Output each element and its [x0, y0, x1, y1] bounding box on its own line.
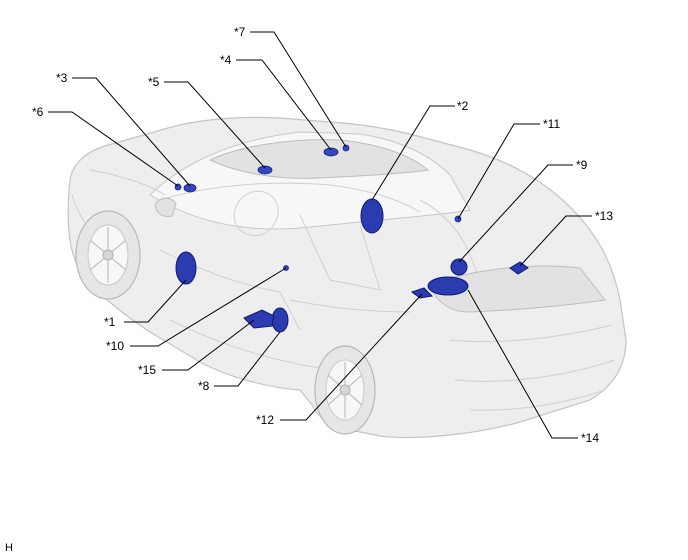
part-5	[257, 165, 273, 175]
callout-8: *8	[198, 379, 210, 393]
rear-wheel	[314, 345, 376, 435]
part-7	[342, 144, 350, 152]
side-mirror	[154, 197, 177, 217]
leader-9	[458, 164, 573, 263]
tail-line	[454, 359, 616, 382]
part-4	[323, 147, 339, 157]
part-13	[509, 261, 529, 275]
part-15	[243, 309, 275, 329]
highlighted-parts	[174, 144, 529, 333]
callout-4: *4	[220, 53, 232, 67]
center-console	[299, 214, 381, 291]
door-line-front	[159, 249, 301, 331]
callout-5: *5	[148, 75, 160, 89]
callout-6: *6	[32, 105, 44, 119]
part-9	[450, 258, 468, 276]
leader-11	[457, 123, 540, 220]
steering-wheel	[233, 190, 279, 237]
leader-5	[164, 81, 266, 169]
part-8	[271, 307, 289, 333]
leader-3	[72, 77, 191, 187]
part-3	[183, 183, 197, 193]
callout-15: *15	[138, 363, 156, 377]
callout-2: *2	[457, 99, 469, 113]
part-1	[175, 251, 197, 285]
callout-12: *12	[256, 413, 274, 427]
leader-4	[236, 59, 332, 151]
callout-11: *11	[543, 117, 560, 131]
callout-7: *7	[234, 25, 246, 39]
callout-14: *14	[581, 431, 599, 445]
callout-13: *13	[595, 209, 613, 223]
part-2	[360, 198, 384, 234]
leader-lines	[48, 31, 592, 439]
leader-6	[48, 111, 179, 187]
callout-9: *9	[576, 158, 588, 172]
leader-1	[124, 279, 187, 323]
leader-8	[214, 331, 281, 387]
leader-14	[467, 289, 578, 439]
door-line-rear	[289, 299, 411, 313]
hood-line	[89, 169, 166, 196]
part-12	[410, 287, 434, 299]
leader-2	[371, 105, 455, 201]
leader-13	[519, 215, 592, 267]
callout-1: *1	[104, 315, 116, 329]
callout-10: *10	[106, 339, 124, 353]
callout-labels: *1 *2 *3 *4 *5 *6 *7 *8 *9 *10 *11 *12 *…	[32, 25, 613, 445]
figure-code: H	[5, 542, 13, 554]
leader-7	[250, 31, 347, 148]
part-14	[427, 276, 469, 296]
leader-10	[130, 267, 287, 347]
rear-lower	[469, 389, 606, 411]
leader-12	[280, 293, 423, 421]
leader-15	[162, 319, 255, 371]
rear-seat	[419, 199, 481, 281]
car-illustration	[67, 116, 627, 439]
callout-3: *3	[56, 71, 68, 85]
front-wheel	[75, 210, 141, 300]
dashboard-line	[159, 182, 421, 213]
rear-bumper	[449, 324, 613, 343]
